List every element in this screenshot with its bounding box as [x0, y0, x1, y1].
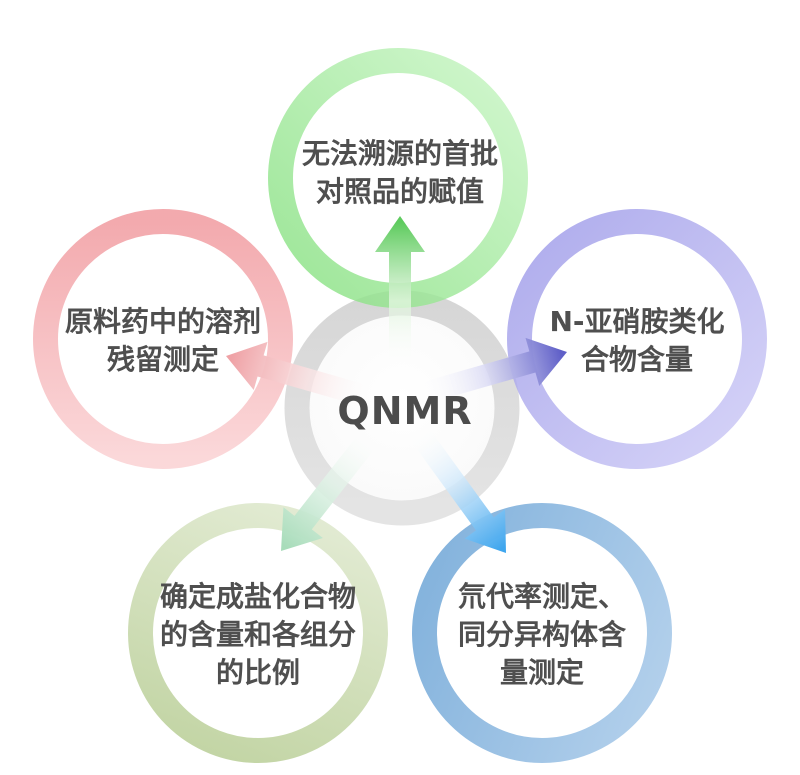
node-label-right-line-2: 合物含量 — [580, 343, 693, 376]
node-label-right: N-亚硝胺类化 合物含量 — [549, 303, 724, 379]
arrow-left-icon — [226, 341, 374, 408]
node-label-left-line-2: 残留测定 — [106, 343, 220, 376]
node-label-bottom-left-line-3: 的比例 — [215, 656, 301, 689]
node-label-top-line-2: 对照品的赋值 — [315, 175, 485, 208]
ring-bottom-left — [128, 503, 388, 763]
node-label-left-line-1: 原料药中的溶剂 — [64, 305, 262, 338]
node-label-bottom-right-line-1: 氘代率测定、 — [457, 580, 627, 613]
node-label-bottom-right-line-3: 量测定 — [499, 656, 585, 689]
node-label-bottom-left-line-2: 的含量和各组分 — [159, 618, 357, 651]
ring-bottom-right — [412, 503, 672, 763]
ring-right — [507, 209, 767, 469]
arrow-right-icon — [419, 337, 567, 404]
center-node-label: QNMR — [337, 389, 473, 433]
ring-left — [33, 209, 293, 469]
arrow-bottom-left-icon — [281, 426, 383, 551]
arrow-bottom-right-icon — [408, 425, 506, 553]
node-label-top: 无法溯源的首批 对照品的赋值 — [302, 135, 498, 211]
node-label-bottom-left: 确定成盐化合物 的含量和各组分 的比例 — [160, 578, 356, 692]
node-label-right-line-1: N-亚硝胺类化 — [549, 305, 725, 338]
node-label-top-line-1: 无法溯源的首批 — [301, 137, 499, 170]
arrow-top-icon — [375, 216, 425, 366]
node-label-bottom-right: 氘代率测定、 同分异构体含 量测定 — [458, 578, 626, 692]
node-label-bottom-right-line-2: 同分异构体含 — [457, 618, 627, 651]
node-label-bottom-left-line-1: 确定成盐化合物 — [159, 580, 357, 613]
node-label-left: 原料药中的溶剂 残留测定 — [65, 303, 261, 379]
